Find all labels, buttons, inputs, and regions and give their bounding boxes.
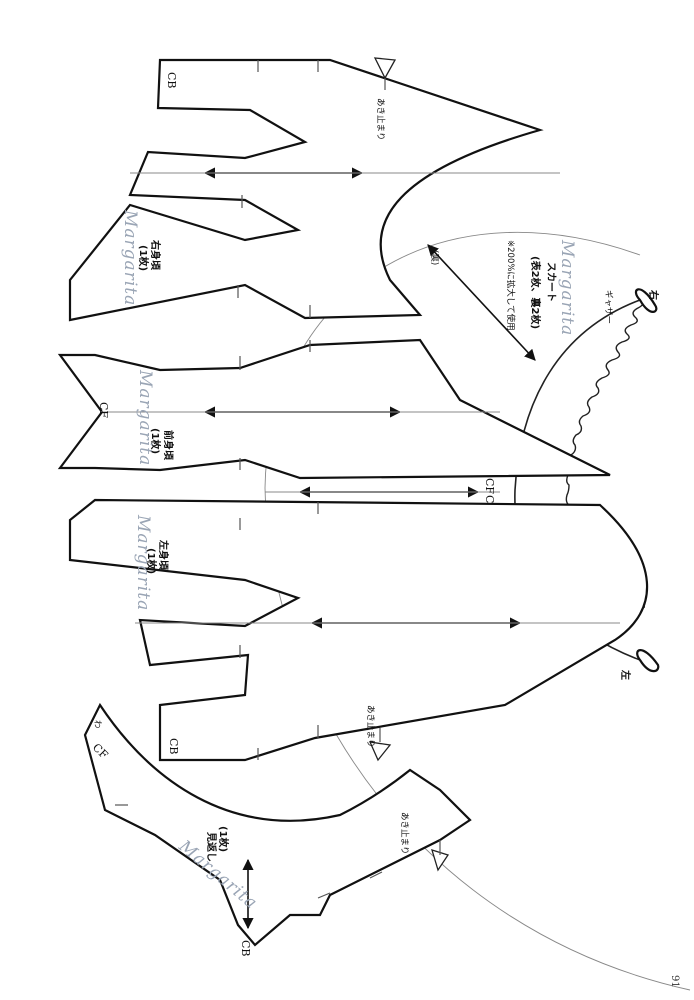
skirt-piece: スカート (表2枚、裏2枚) ※200%に拡大して使用 (裏) ギャザー 右 左… [264,231,691,991]
center-cf: CF [483,478,496,494]
right-bodice-cb: CB [165,72,178,89]
right-bodice-akidomari: あき止まり [375,98,386,141]
left-bodice-piece: CB あき止まり 左身頃 (1枚) Margarita [68,498,648,762]
brand-left-bodice: Margarita [133,514,153,611]
brand-skirt: Margarita [557,239,577,336]
left-bodice-title: 左身頃 [157,539,170,571]
front-bodice-count: (1枚) [149,428,162,454]
skirt-note: ※200%に拡大して使用 [505,240,516,331]
brand-right-bodice: Margarita [120,209,140,306]
right-bodice-count: (1枚) [137,245,150,271]
right-label: 右 [647,289,660,300]
left-bodice-cb: CB [167,738,180,755]
left-bodice-count: (1枚) [145,548,158,574]
facing-count: (1枚) [217,826,230,852]
front-bodice-piece: CF 前身頃 (1枚) Margarita [57,338,611,480]
gather-label: ギャザー [603,290,613,324]
skirt-count: (表2枚、裏2枚) [529,256,542,329]
front-bodice-title: 前身頃 [162,430,175,461]
page-number: 91 [669,975,680,988]
back-mark: (裏) [429,250,440,265]
skirt-title: スカート [545,262,557,302]
facing-cb: CB [239,940,252,957]
left-bodice-akidomari: あき止まり [365,705,376,748]
right-bodice-piece: CB あき止まり 右身頃 (1枚) Margarita [68,57,560,322]
left-label: 左 [619,669,632,680]
front-bodice-cf: CF [97,402,110,418]
facing-akidomari: あき止まり [399,812,410,855]
facing-wa: わ [92,720,102,729]
facing-title: 見返し [205,831,218,862]
right-bodice-title: 右身頃 [149,239,162,271]
brand-front-bodice: Margarita [135,369,155,466]
